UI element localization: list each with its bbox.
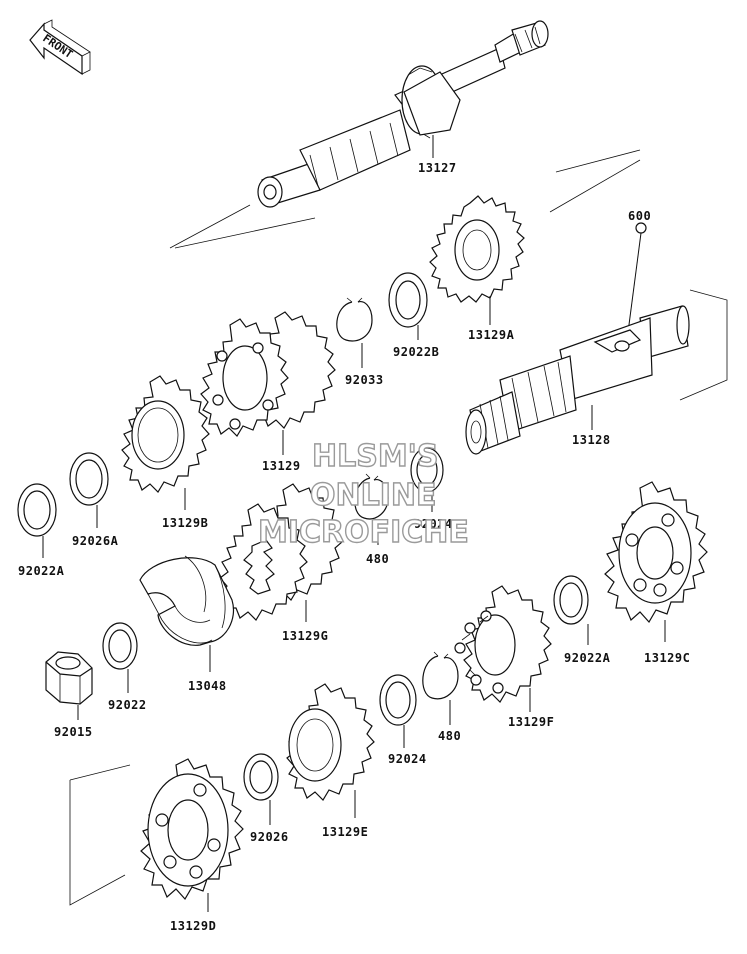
gear-13129A: [429, 195, 525, 303]
label-13129A: 13129A: [468, 328, 515, 342]
label-480-upper: 480: [366, 552, 389, 566]
gear-13129B: [121, 375, 210, 493]
label-92022: 92022: [108, 698, 147, 712]
gear-13129: [200, 311, 336, 437]
washer-92026A: [69, 452, 109, 506]
label-13129B: 13129B: [162, 516, 208, 530]
circlip-480-lower: [422, 651, 459, 700]
nut-92015-icon: [45, 651, 93, 705]
washer-92024-lower: [379, 674, 417, 726]
label-600: 600: [628, 209, 651, 223]
label-92022B: 92022B: [393, 345, 439, 359]
label-92024-lower: 92024: [388, 752, 427, 766]
label-92022A-right: 92022A: [564, 651, 611, 665]
gear-13129C: [604, 481, 708, 624]
circlip-480-upper: [354, 473, 389, 520]
label-92022A-left: 92022A: [18, 564, 65, 578]
watermark-line-2: ONLINE: [310, 478, 437, 513]
label-92015: 92015: [54, 725, 93, 739]
watermark: HLSM'S ONLINE MICROFICHE: [257, 438, 469, 550]
label-13129G: 13129G: [282, 629, 328, 643]
washer-92022B: [388, 272, 428, 328]
input-shaft-13127: [257, 20, 549, 208]
gear-13129F: [454, 585, 552, 703]
washer-92022A-left: [17, 483, 57, 537]
circlip-92033: [336, 297, 373, 342]
gear-13129D: [140, 758, 244, 901]
label-480-lower: 480: [438, 729, 461, 743]
label-13048: 13048: [188, 679, 227, 693]
label-92033: 92033: [345, 373, 384, 387]
gear-13129E: [286, 683, 375, 801]
watermark-line-3: MICROFICHE: [258, 515, 469, 550]
label-92026: 92026: [250, 830, 289, 844]
label-13129F: 13129F: [508, 715, 554, 729]
washer-92024-upper: [410, 447, 444, 493]
gear-13129G: [219, 483, 343, 621]
pin-600-icon: [635, 222, 647, 234]
output-shaft-13128: [465, 305, 690, 455]
label-13127: 13127: [418, 161, 457, 175]
front-arrow-icon: FRONT: [29, 19, 91, 76]
label-13129C: 13129C: [644, 651, 690, 665]
label-13129E: 13129E: [322, 825, 368, 839]
label-13129: 13129: [262, 459, 301, 473]
washer-92026: [243, 753, 279, 801]
label-13128: 13128: [572, 433, 611, 447]
label-92024-upper: 92024: [414, 517, 453, 531]
shift-drum-13048: [139, 555, 234, 646]
label-92026A: 92026A: [72, 534, 119, 548]
label-13129D: 13129D: [170, 919, 216, 933]
watermark-line-1: HLSM'S: [312, 439, 438, 474]
washer-92022A-right: [553, 575, 589, 625]
washer-92022: [102, 622, 138, 670]
